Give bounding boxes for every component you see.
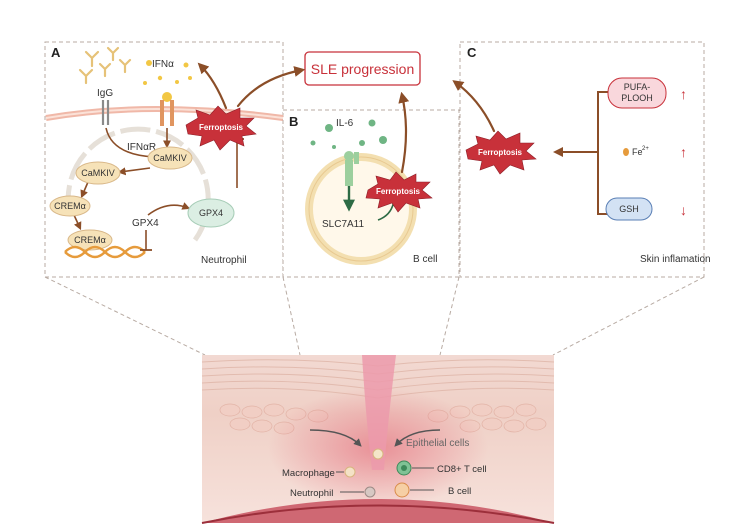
zoom-lines (44, 276, 705, 356)
dna-helix-icon (64, 245, 146, 259)
macrophage-cell-icon (336, 466, 356, 478)
arrow-c-to-sle (452, 80, 496, 133)
arrow-camkiv-crema (80, 181, 89, 199)
camkiv-node-nucleus: CaMKIV (75, 161, 121, 185)
svg-text:Fe: Fe (632, 147, 643, 157)
camkiv-node-membrane: CaMKIV (147, 146, 193, 170)
ifna-label: IFNα (152, 59, 174, 70)
ferroptosis-burst-c: Ferroptosis (465, 130, 537, 175)
ferroptosis-burst-b: Ferroptosis (365, 171, 433, 213)
sle-progression-box: SLE progression (304, 51, 421, 86)
gsh-node: GSH (605, 197, 653, 221)
igg-receptor-icon (101, 100, 110, 125)
crema-node-1: CREMα (49, 195, 91, 217)
svg-text:CaMKIV: CaMKIV (81, 168, 115, 178)
bracket (553, 91, 608, 215)
cd8-label: CD8+ T cell (437, 464, 487, 475)
sle-progression-label: SLE progression (311, 61, 415, 77)
il6-label: IL-6 (336, 118, 354, 129)
il6-dots-icon (310, 119, 387, 149)
svg-text:PLOOH: PLOOH (621, 93, 653, 103)
crema-node-dna: CREMα (67, 229, 113, 251)
gpx4-protein-node: GPX4 (187, 198, 235, 228)
svg-text:PUFA-: PUFA- (624, 82, 651, 92)
panel-a-letter: A (51, 45, 61, 60)
fe-up-arrow: ↑ (680, 144, 687, 160)
pufa-up-arrow: ↑ (680, 86, 687, 102)
gpx4-gene-label: GPX4 (132, 218, 159, 229)
ifna-dots-icon (143, 60, 192, 85)
arrow-camkiv-camkiv (117, 167, 151, 176)
ifnar-label: IFNαR (127, 142, 156, 153)
arrow-ferroptosis-ifna (197, 62, 228, 110)
pufa-plooh-node: PUFA- PLOOH (607, 77, 667, 109)
panel-b-caption: B cell (413, 254, 437, 265)
panel-c-letter: C (467, 45, 477, 60)
svg-text:2+: 2+ (642, 146, 649, 152)
neutrophil-label: Neutrophil (290, 488, 333, 499)
neutrophil-membrane (45, 106, 284, 121)
epithelial-label: Epithelial cells (406, 438, 469, 449)
panel-b-letter: B (289, 114, 298, 129)
igg-label: IgG (97, 88, 113, 99)
svg-text:CREMα: CREMα (54, 201, 86, 211)
arrow-b-to-sle (398, 91, 410, 174)
fe-node: Fe 2+ (623, 146, 649, 157)
arrow-crema-crema (73, 214, 82, 231)
svg-text:CaMKIV: CaMKIV (153, 153, 187, 163)
svg-text:GPX4: GPX4 (199, 208, 223, 218)
ferroptosis-burst-a: Ferroptosis (185, 105, 257, 151)
svg-text:Ferroptosis: Ferroptosis (199, 123, 244, 132)
arrow-igg-camkiv (105, 127, 158, 161)
arrow-gpx4-protein (147, 202, 191, 216)
epithelial-cell-icon (372, 448, 384, 460)
cd8-t-cell-icon (396, 460, 434, 476)
svg-text:Ferroptosis: Ferroptosis (376, 187, 421, 196)
b-cell-skin-label: B cell (448, 486, 471, 497)
skin-cross-section (201, 355, 555, 524)
panel-c-caption: Skin inflamation (640, 254, 711, 265)
panel-a-caption: Neutrophil (201, 255, 247, 266)
arrow-a-to-sle (236, 66, 306, 108)
igg-icon (78, 46, 132, 85)
macrophage-label: Macrophage (282, 468, 335, 479)
ifnar-receptor-icon (160, 92, 174, 126)
b-cell-skin-icon (394, 482, 434, 498)
il6-receptor-icon (344, 151, 359, 186)
gsh-down-arrow: ↓ (680, 202, 687, 218)
svg-text:CREMα: CREMα (74, 235, 106, 245)
slc7a11-label: SLC7A11 (322, 219, 365, 230)
svg-text:Ferroptosis: Ferroptosis (478, 148, 523, 157)
svg-text:GSH: GSH (619, 204, 639, 214)
neutrophil-cell-icon (340, 486, 376, 498)
